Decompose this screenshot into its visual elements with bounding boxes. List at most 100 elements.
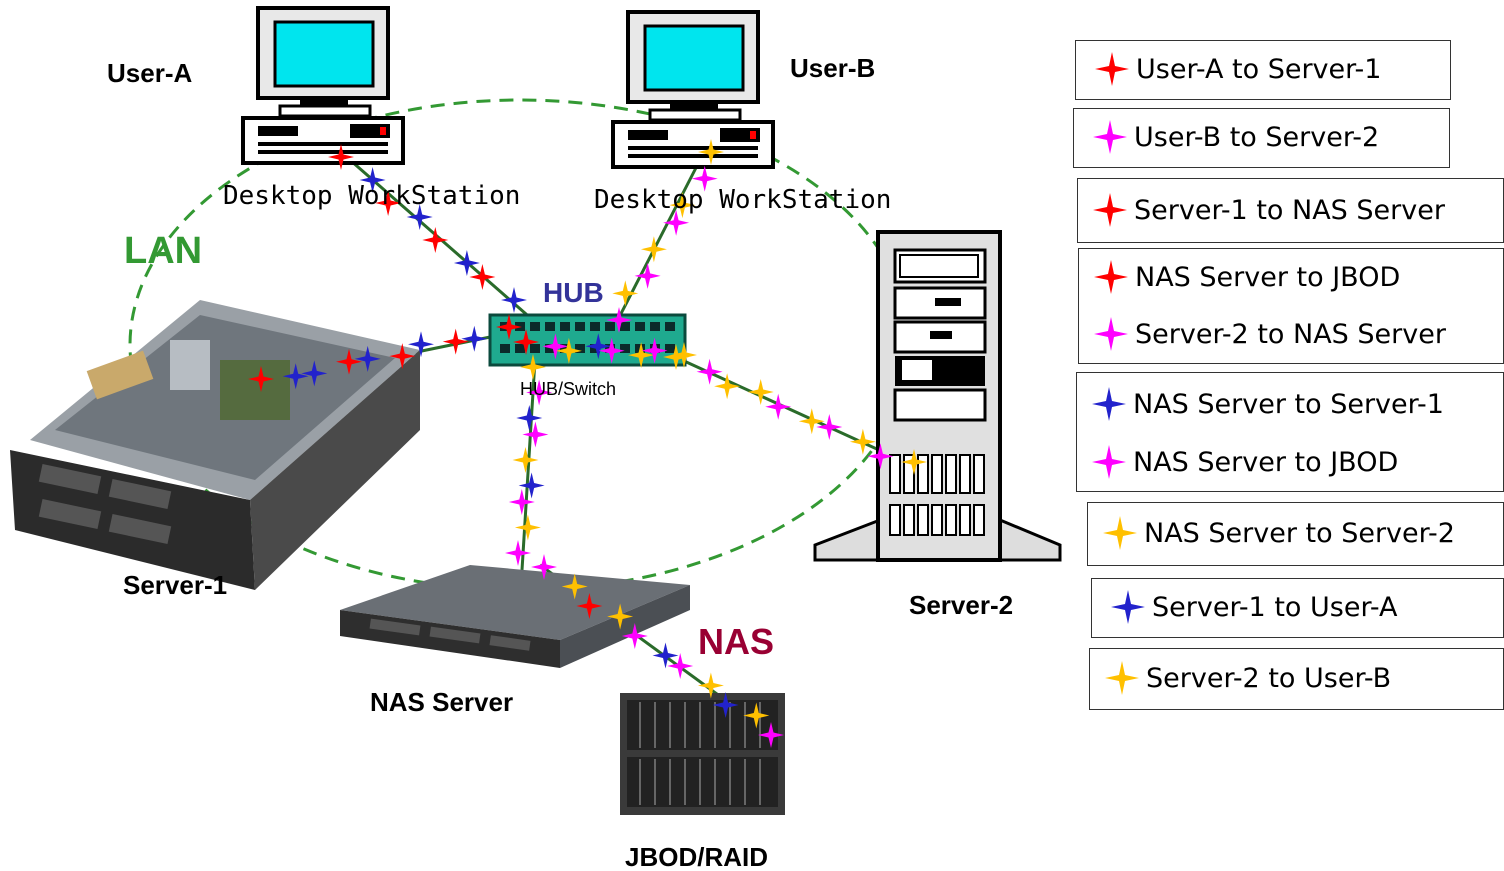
flow-star [520,354,546,380]
legend-item: NAS Server to JBOD [1093,259,1400,295]
user-b-label: User-B [790,53,875,83]
star-icon [1093,193,1127,227]
legend-item: Server-2 to User-B [1104,660,1391,696]
legend-text: Server-1 to User-A [1152,591,1398,623]
flow-star [531,554,557,580]
flow-star [408,331,434,358]
lan-label: LAN [124,230,202,272]
flow-star [698,139,724,165]
flow-star [652,642,679,669]
flow-star [282,363,309,390]
flow-star [901,449,927,475]
flow-star [765,393,792,420]
star-icon [1093,120,1127,154]
data-flow-stars [248,139,927,748]
legend-text: Server-1 to NAS Server [1134,194,1445,226]
legend-text: NAS Server to JBOD [1133,446,1399,478]
legend-text: NAS Server to Server-2 [1144,517,1455,549]
legend-item: Server-1 to NAS Server [1092,192,1445,228]
flow-star [513,329,539,355]
flow-star [555,337,582,364]
flow-star [508,489,535,515]
legend-text: User-B to Server-2 [1134,121,1380,153]
legend-box-2: User-B to Server-2 [1073,108,1450,168]
flow-star [747,379,774,405]
legend-item: NAS Server to Server-1 [1091,386,1444,422]
star-icon [1092,445,1126,479]
flow-star [501,287,527,313]
nas-server-machine [340,565,690,668]
star-icon [1094,317,1128,351]
flow-star [667,653,694,679]
flow-star [359,167,386,193]
desktop-a-label: Desktop WorkStation [223,181,520,211]
flow-star [743,702,770,729]
flow-star [512,447,539,473]
legend-text: User-A to Server-1 [1136,53,1382,85]
flow-star [561,573,588,600]
flow-star [389,343,416,370]
legend-item: NAS Server to Server-2 [1102,515,1455,551]
legend-item: Server-2 to NAS Server [1093,316,1446,352]
flow-star [505,540,531,566]
flow-star [798,408,825,435]
flow-star [518,472,545,499]
hub-label: HUB [543,277,604,308]
flow-star [697,672,724,699]
flow-star [867,443,894,470]
nas-server-label: NAS Server [370,687,513,717]
flow-star [607,603,634,630]
flow-star [671,342,697,368]
legend-item: User-B to Server-2 [1092,119,1379,155]
flow-star [696,358,723,385]
star-icon [1095,52,1129,86]
server-1-machine [10,300,420,590]
flow-star [758,722,784,748]
star-icon [1094,260,1128,294]
flow-star [328,144,354,170]
legend-item: User-A to Server-1 [1094,51,1381,87]
flow-star [849,428,876,455]
flow-star [526,379,553,406]
flow-star [669,192,696,219]
flow-star [585,333,612,360]
legend-text: Server-2 to User-B [1146,662,1392,694]
flow-star [406,204,433,230]
flow-star [354,345,381,372]
flow-star [816,414,843,440]
legend-text: NAS Server to JBOD [1135,261,1401,293]
flow-star [663,209,690,236]
flow-star [514,514,541,541]
legend-box-1: User-A to Server-1 [1075,40,1451,100]
legend-box-6: NAS Server to Server-2 [1087,502,1504,566]
flow-star [442,328,469,355]
star-icon [1105,661,1139,695]
nas-label: NAS [698,621,774,662]
desktop-b-label: Desktop WorkStation [594,185,891,215]
legend-text: Server-2 to NAS Server [1135,318,1446,350]
flow-star [375,190,402,216]
flow-star [606,307,632,333]
flow-star [422,227,449,253]
flow-star [516,405,543,431]
jbod-raid-label: JBOD/RAID [625,842,768,871]
flow-star [522,421,549,448]
legend-box-7: Server-1 to User-A [1091,578,1504,638]
hub-switch [488,313,687,367]
legend-box-4: NAS Server to JBOD Server-2 to NAS Serve… [1078,248,1504,364]
flow-star [691,165,718,192]
flow-star [542,333,569,360]
flow-star [621,623,648,649]
flow-star [453,250,480,276]
flow-star [469,264,496,290]
workstation-user-b [611,10,775,169]
flow-star [461,325,488,352]
flow-star [714,373,741,400]
legend-box-8: Server-2 to User-B [1089,648,1504,710]
legend-box-3: Server-1 to NAS Server [1077,178,1504,243]
legend-text: NAS Server to Server-1 [1133,388,1444,420]
legend-box-5: NAS Server to Server-1 NAS Server to JBO… [1076,372,1504,492]
server-1-label: Server-1 [123,570,227,600]
